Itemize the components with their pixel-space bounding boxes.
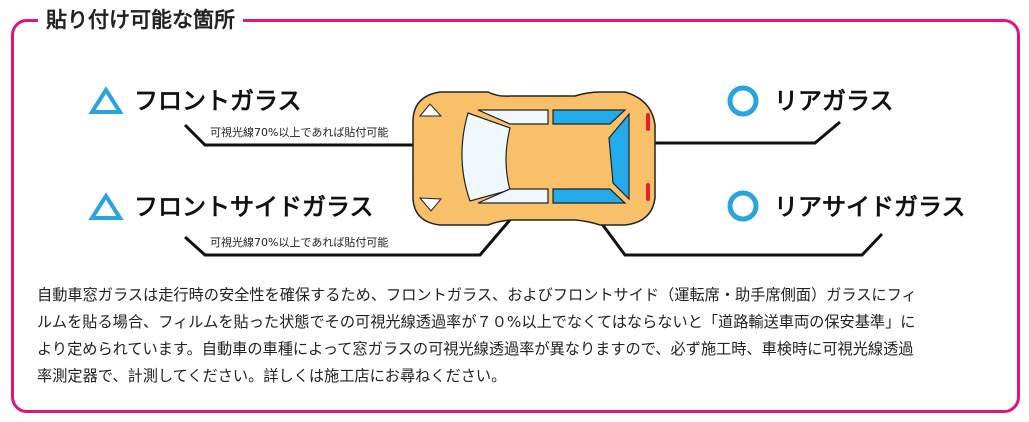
leader-line-rear-side [586, 204, 884, 257]
paragraph-line: より定められています。自動車の車種によって窓ガラスの可視光線透過率が異なりますの… [37, 340, 914, 358]
front-side-glass-top [477, 109, 549, 125]
label-front-glass: フロントガラス [134, 87, 302, 115]
content-frame [11, 19, 1020, 413]
circle-icon [727, 85, 759, 117]
note-front-side-glass: 可視光線70%以上であれば貼付可能 [210, 236, 389, 249]
paragraph-line: ルムを貼る場合、フィルムを貼った状態でその可視光線透過率が７０%以上でなくてはな… [37, 313, 916, 331]
description-paragraph: 自動車窓ガラスは走行時の安全性を確保するため、フロントガラス、およびフロントサイ… [37, 282, 1007, 390]
circle-icon [727, 190, 759, 222]
label-rear-side-glass: リアサイドガラス [774, 193, 966, 221]
label-rear-glass: リアガラス [774, 87, 894, 115]
paragraph-line: 自動車窓ガラスは走行時の安全性を確保するため、フロントガラス、およびフロントサイ… [37, 286, 917, 304]
taillight-icon [646, 183, 650, 201]
rear-side-glass-top [552, 109, 627, 125]
note-front-glass: 可視光線70%以上であれば貼付可能 [210, 126, 389, 139]
leader-line-rear [617, 120, 841, 145]
rear-side-glass-bottom [552, 188, 627, 204]
headlight-icon [418, 103, 443, 117]
taillight-icon [646, 113, 650, 131]
section-title: 貼り付け可能な箇所 [38, 6, 243, 34]
triangle-icon [88, 192, 124, 220]
paragraph-line: 率測定器で、計測してください。詳しくは施工店にお尋ねください。 [37, 367, 507, 385]
triangle-icon [88, 86, 124, 114]
rear-glass [608, 112, 630, 201]
headlight-icon [418, 197, 443, 212]
leader-line-front-side [183, 192, 535, 257]
leader-line-front [183, 123, 470, 147]
front-side-glass-bottom [477, 188, 549, 204]
label-front-side-glass: フロントサイドガラス [134, 193, 374, 221]
front-glass [461, 112, 511, 202]
